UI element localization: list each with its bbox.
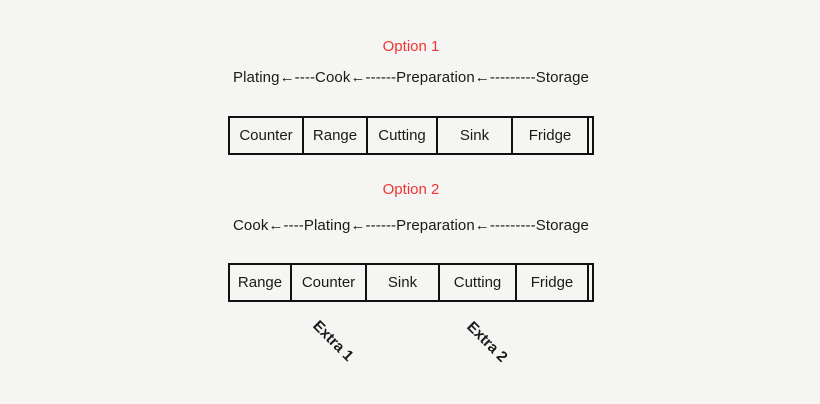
- layout-cell-fridge: Fridge: [517, 265, 589, 300]
- layout-cell-sink: Sink: [438, 118, 513, 153]
- layout-cell-cutting: Cutting: [440, 265, 517, 300]
- layout-cell-counter: Counter: [292, 265, 367, 300]
- layout-cell-sink: Sink: [367, 265, 440, 300]
- layout-cell-fridge: Fridge: [513, 118, 589, 153]
- layout-cell-range: Range: [230, 265, 292, 300]
- option-1-workflow-sequence: Plating←----Cook←------Preparation←-----…: [233, 69, 589, 86]
- option-2-workflow-sequence: Cook←----Plating←------Preparation←-----…: [233, 217, 589, 234]
- layout-cell-range: Range: [304, 118, 368, 153]
- option-2-layout-table: Range Counter Sink Cutting Fridge: [228, 263, 594, 302]
- extra-2-label: Extra 2: [463, 318, 511, 366]
- option-2-title: Option 2: [382, 181, 440, 198]
- option-1-layout-table: Counter Range Cutting Sink Fridge: [228, 116, 594, 155]
- extra-1-label: Extra 1: [309, 317, 357, 365]
- option-1-title: Option 1: [382, 38, 440, 55]
- layout-cell-cutting: Cutting: [368, 118, 438, 153]
- layout-cell-counter: Counter: [230, 118, 304, 153]
